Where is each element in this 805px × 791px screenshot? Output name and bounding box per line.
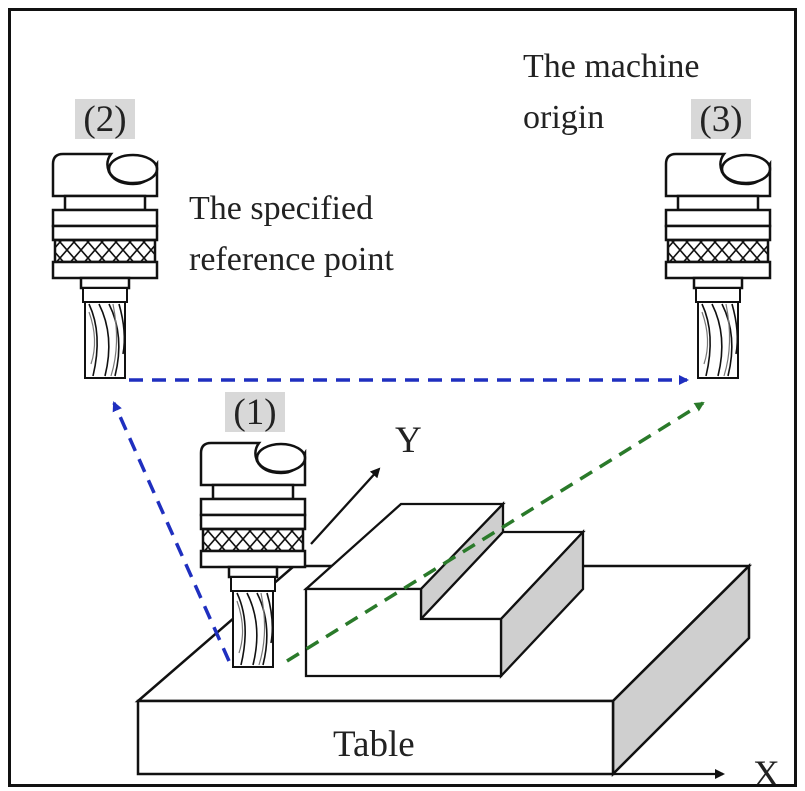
tool-3-icon	[664, 152, 772, 380]
workpiece	[302, 501, 586, 679]
x-axis-label: X	[753, 754, 780, 787]
path-to-reference-point	[112, 401, 231, 662]
tool-2-badge	[75, 99, 135, 139]
y-axis-label: Y	[395, 420, 422, 461]
diagram-frame: (2) (3) (1) The machine origin The speci…	[8, 8, 797, 787]
machining-diagram: (2) (3) (1) The machine origin The speci…	[51, 48, 780, 787]
table-label: Table	[333, 724, 415, 765]
path-to-machine-origin	[286, 401, 705, 663]
tool-1-number: (1)	[233, 392, 276, 433]
reference-point-label-line2: reference point	[189, 241, 394, 278]
y-axis-arrow	[310, 467, 381, 545]
machine-origin-label-line2: origin	[523, 99, 604, 136]
tool-3-badge	[691, 99, 751, 139]
tool-2-number: (2)	[83, 99, 126, 140]
tool-3-number: (3)	[699, 99, 742, 140]
reference-point-label-line1: The specified	[189, 190, 373, 227]
tool-1-badge	[225, 392, 285, 432]
machine-origin-label-line1: The machine	[523, 48, 700, 85]
tool-2-icon	[51, 152, 159, 380]
